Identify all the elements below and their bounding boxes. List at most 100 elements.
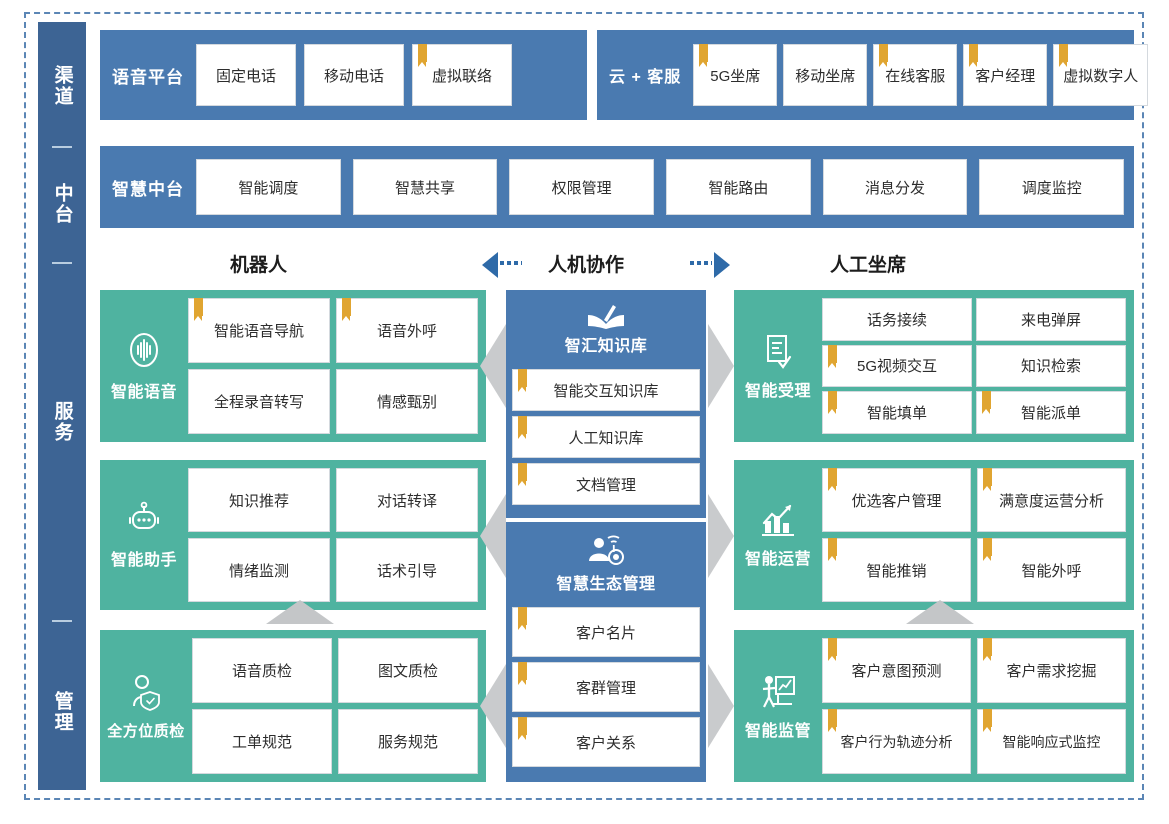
channel-cell-virtual-human[interactable]: 虚拟数字人 (1053, 44, 1149, 106)
midplatform-cell-message-dispatch[interactable]: 消息分发 (822, 159, 968, 215)
channel-cell-mobile-seat[interactable]: 移动坐席 (783, 44, 868, 106)
cell-knowledge-retrieval[interactable]: 知识检索 (976, 344, 1126, 388)
cell-customer-intent-prediction[interactable]: 客户意图预测 (822, 638, 971, 703)
channel-cell-virtual-contact[interactable]: 虚拟联络 (412, 44, 512, 106)
channel-cell-account-manager[interactable]: 客户经理 (963, 44, 1048, 106)
midplatform-cell-dispatch-monitor[interactable]: 调度监控 (979, 159, 1125, 215)
ribbon-marker-icon (828, 344, 837, 368)
ribbon-marker-icon (982, 391, 991, 415)
cell-text-image-quality-inspection[interactable]: 图文质检 (338, 638, 478, 703)
channel-cell-fixed-phone[interactable]: 固定电话 (196, 44, 296, 106)
cell-manual-knowledge-base[interactable]: 人工知识库 (512, 416, 700, 458)
cell-call-connection[interactable]: 话务接续 (822, 298, 972, 341)
ribbon-marker-icon (828, 538, 837, 561)
ribbon-marker-icon (518, 662, 527, 685)
midplatform-cell-routing[interactable]: 智能路由 (666, 159, 811, 215)
cell-label: 话务接续 (866, 311, 927, 329)
cell-voice-outbound[interactable]: 语音外呼 (336, 298, 478, 363)
cell-label: 图文质检 (377, 663, 438, 680)
rail-item-management[interactable]: 管理 (38, 662, 86, 762)
cell-label: 语音质检 (231, 663, 292, 680)
cell-smart-form-filling[interactable]: 智能填单 (822, 391, 972, 434)
panel-intelligent-acceptance-side: 智能受理 (734, 331, 822, 401)
channel-cell-online-service[interactable]: 在线客服 (873, 44, 958, 106)
cell-customer-card[interactable]: 客户名片 (512, 607, 700, 657)
cell-preferred-customer-management[interactable]: 优选客户管理 (822, 468, 971, 532)
cell-emotion-discrimination[interactable]: 情感甄别 (336, 369, 478, 434)
content-area: 语音平台 固定电话 移动电话 虚拟联络 云 + 客服 5G坐席 (100, 22, 1149, 790)
cell-customer-behavior-trace-analysis[interactable]: 客户行为轨迹分析 (822, 709, 971, 774)
cell-emotion-monitoring[interactable]: 情绪监测 (188, 538, 330, 602)
cell-label: 满意度运营分析 (998, 492, 1104, 510)
cell-ticket-standard[interactable]: 工单规范 (192, 709, 332, 774)
ribbon-marker-icon (342, 298, 351, 321)
cell-label: 调度监控 (1021, 179, 1082, 197)
cell-smart-dispatch[interactable]: 智能派单 (976, 391, 1126, 434)
cell-smart-outbound-call[interactable]: 智能外呼 (977, 538, 1126, 602)
cell-customer-relationship[interactable]: 客户关系 (512, 717, 700, 767)
cell-label: 智能路由 (708, 179, 769, 197)
ribbon-marker-icon (194, 298, 203, 321)
cell-label: 对话转译 (376, 492, 437, 510)
panel-intelligent-operation-name: 智能运营 (744, 551, 811, 568)
ribbon-marker-icon (518, 416, 527, 439)
ribbon-marker-icon (518, 607, 527, 630)
midplatform-cell-scheduling[interactable]: 智能调度 (196, 159, 341, 215)
voice-wave-icon (130, 333, 158, 367)
chevron-right-icon-1 (708, 324, 734, 408)
ribbon-marker-icon (983, 709, 992, 732)
midplatform-cells: 智能调度 智慧共享 权限管理 智能路由 消息分发 调度监控 (196, 159, 1134, 215)
cell-label: 虚拟联络 (431, 67, 492, 85)
arrow-up-icon-left-1 (266, 600, 334, 624)
cell-label: 虚拟数字人 (1063, 67, 1139, 85)
cell-incoming-call-popup[interactable]: 来电弹屏 (976, 298, 1126, 341)
cell-label: 智能交互知识库 (553, 382, 659, 400)
cell-voice-quality-inspection[interactable]: 语音质检 (192, 638, 332, 703)
presenter-chart-icon (762, 676, 795, 708)
rail-label-management: 管理 (51, 691, 73, 733)
ribbon-marker-icon (418, 44, 427, 67)
cell-script-guidance[interactable]: 话术引导 (336, 538, 478, 602)
section-title-robot: 机器人 (230, 255, 288, 276)
cell-smart-marketing[interactable]: 智能推销 (822, 538, 971, 602)
cell-document-management[interactable]: 文档管理 (512, 463, 700, 505)
panel-intelligent-assistant: 智能助手 知识推荐 对话转译 情绪监测 话术引导 (100, 460, 486, 610)
midplatform-cell-sharing[interactable]: 智慧共享 (352, 159, 498, 215)
panel-intelligent-operation-grid: 优选客户管理 满意度运营分析 智能推销 智能外呼 (822, 460, 1134, 610)
cell-label: 移动电话 (323, 67, 384, 85)
cell-knowledge-recommendation[interactable]: 知识推荐 (188, 468, 330, 532)
rail-item-midplatform[interactable]: 中台 (38, 158, 86, 250)
panel-intelligent-supervision: 智能监管 客户意图预测 客户需求挖掘 客户行为轨迹分析 智能响应式监控 (734, 630, 1134, 782)
cell-interactive-knowledge-base[interactable]: 智能交互知识库 (512, 369, 700, 411)
cell-customer-group-management[interactable]: 客群管理 (512, 662, 700, 712)
rail-divider-1 (52, 146, 72, 148)
cell-label: 文档管理 (575, 476, 636, 494)
rail-divider-2 (52, 262, 72, 264)
cell-label: 智能调度 (238, 179, 299, 197)
ribbon-marker-icon (518, 717, 527, 740)
ribbon-marker-icon (518, 369, 527, 392)
cell-label: 消息分发 (865, 179, 926, 197)
channel-group-cloud-service-title: 云 + 客服 (609, 69, 682, 86)
rail-item-service[interactable]: 服务 (38, 322, 86, 522)
cell-dialog-translation[interactable]: 对话转译 (336, 468, 478, 532)
panel-intelligent-acceptance-name: 智能受理 (744, 383, 811, 400)
channel-cell-mobile-phone[interactable]: 移动电话 (304, 44, 404, 106)
cell-label: 客群管理 (575, 679, 636, 697)
cell-5g-video-interaction[interactable]: 5G视频交互 (822, 344, 972, 388)
rail-item-channel[interactable]: 渠道 (38, 40, 86, 132)
cell-satisfaction-operation-analysis[interactable]: 满意度运营分析 (977, 468, 1126, 532)
cell-smart-voice-navigation[interactable]: 智能语音导航 (188, 298, 330, 363)
cell-smart-responsive-monitoring[interactable]: 智能响应式监控 (977, 709, 1126, 774)
channel-cell-5g-seat[interactable]: 5G坐席 (693, 44, 778, 106)
cell-service-standard[interactable]: 服务规范 (338, 709, 478, 774)
cell-full-recording-transcription[interactable]: 全程录音转写 (188, 369, 330, 434)
cell-customer-demand-mining[interactable]: 客户需求挖掘 (977, 638, 1126, 703)
cell-label: 服务规范 (377, 734, 438, 751)
midplatform-cell-permission[interactable]: 权限管理 (509, 159, 655, 215)
chevron-left-icon-3 (480, 664, 506, 748)
cell-label: 客户需求挖掘 (1006, 663, 1097, 680)
arrow-right-dash (690, 261, 712, 265)
center-stack-knowledge-base-name: 智汇知识库 (564, 338, 648, 355)
